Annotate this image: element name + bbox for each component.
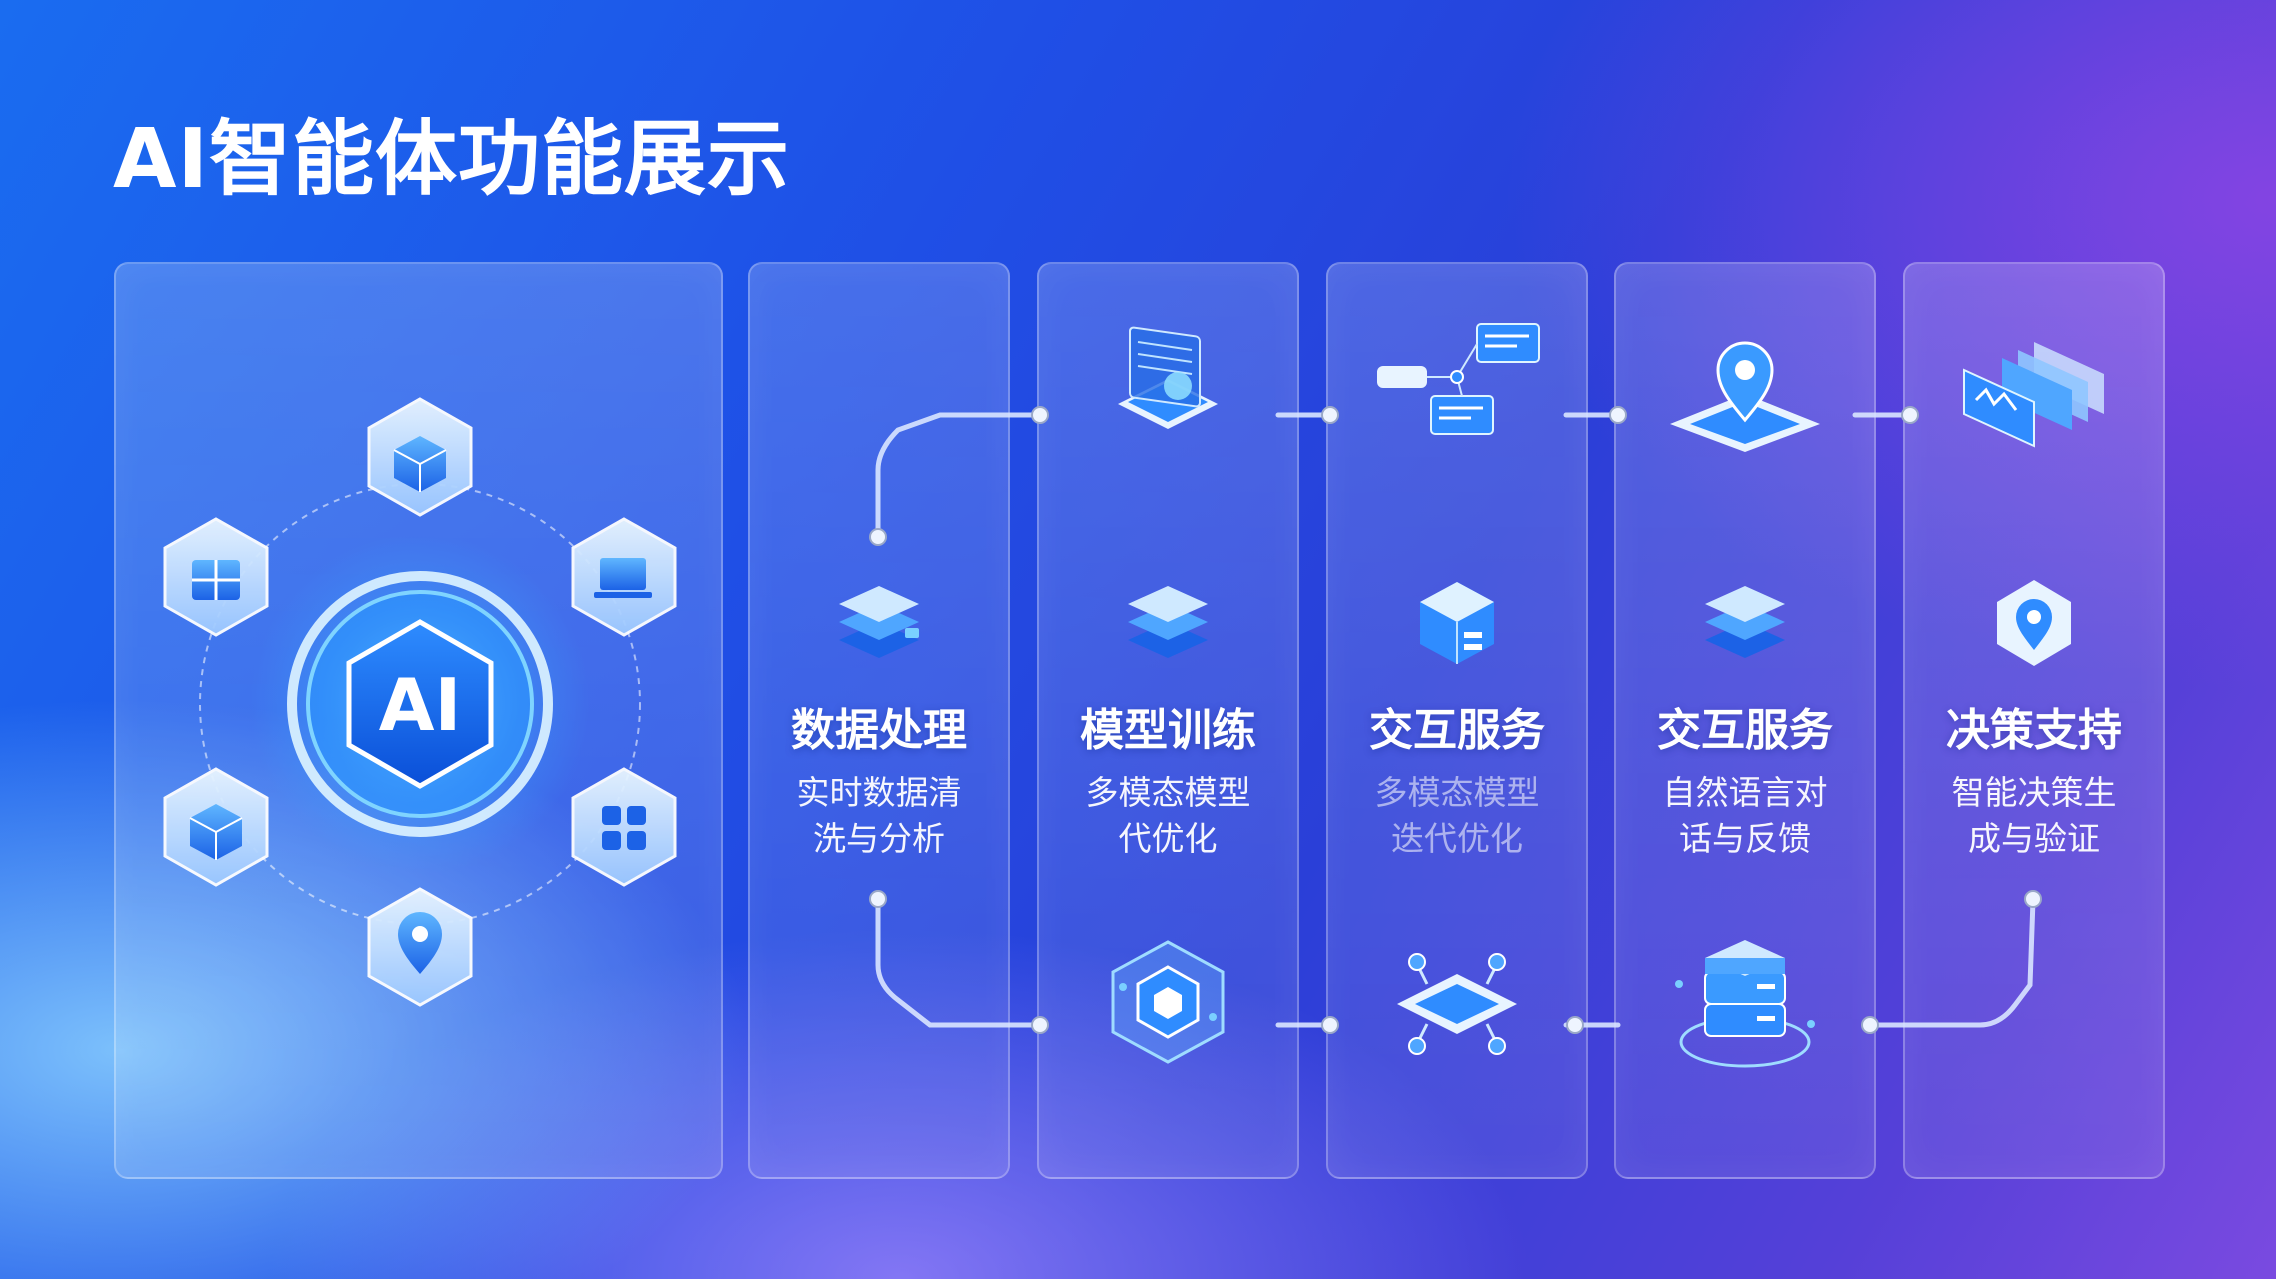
stacked-layers-icon (839, 586, 919, 658)
ai-hub-panel: AI (114, 262, 723, 1179)
stacked-layers-icon (1128, 586, 1208, 658)
feature-column-decision-support: 决策支持 智能决策生 成与验证 (1903, 262, 2165, 1179)
location-pin-icon (367, 887, 473, 1007)
ai-core-label: AI (379, 663, 462, 747)
feature-column-interaction-1: 交互服务 多模态模型 迭代优化 (1326, 262, 1588, 1179)
feature-description: 自然语言对 话与反馈 (1662, 773, 1828, 858)
feature-column-data-processing: 数据处理 实时数据清 洗与分析 (748, 262, 1010, 1179)
feature-title: 交互服务 (1657, 705, 1833, 756)
ai-hub-diagram: AI (163, 397, 677, 1007)
chip-network-icon (1397, 953, 1517, 1055)
feature-title: 交互服务 (1369, 705, 1545, 756)
map-pin-platform-icon (1670, 341, 1820, 452)
layered-cards-icon (1963, 342, 2104, 448)
location-pin-icon (1997, 580, 2071, 666)
feature-title: 模型训练 (1080, 705, 1256, 756)
monitor-display-icon (1118, 326, 1218, 429)
shield-hexagon-icon (1111, 940, 1225, 1064)
feature-column-model-training: 模型训练 多模态模型 代优化 (1037, 262, 1299, 1179)
stacked-layers-icon (1705, 586, 1785, 658)
laptop-icon (571, 517, 677, 637)
database-server-icon (1675, 940, 1815, 1068)
feature-description: 实时数据清 洗与分析 (796, 773, 962, 858)
feature-description: 多模态模型 代优化 (1085, 773, 1251, 858)
cube-icon (367, 397, 473, 517)
box-icon (163, 767, 269, 887)
feature-description: 智能决策生 成与验证 (1951, 773, 2117, 858)
cube-server-icon (1420, 582, 1494, 664)
feature-title: 数据处理 (791, 705, 967, 756)
feature-description: 多模态模型 迭代优化 (1374, 773, 1540, 858)
page-title: AI智能体功能展示 (113, 112, 790, 207)
apps-grid-icon (571, 767, 677, 887)
network-nodes-icon (1377, 323, 1540, 435)
feature-title: 决策支持 (1946, 705, 2122, 756)
feature-column-interaction-2: 交互服务 自然语言对 话与反馈 (1614, 262, 1876, 1179)
grid-box-icon (163, 517, 269, 637)
